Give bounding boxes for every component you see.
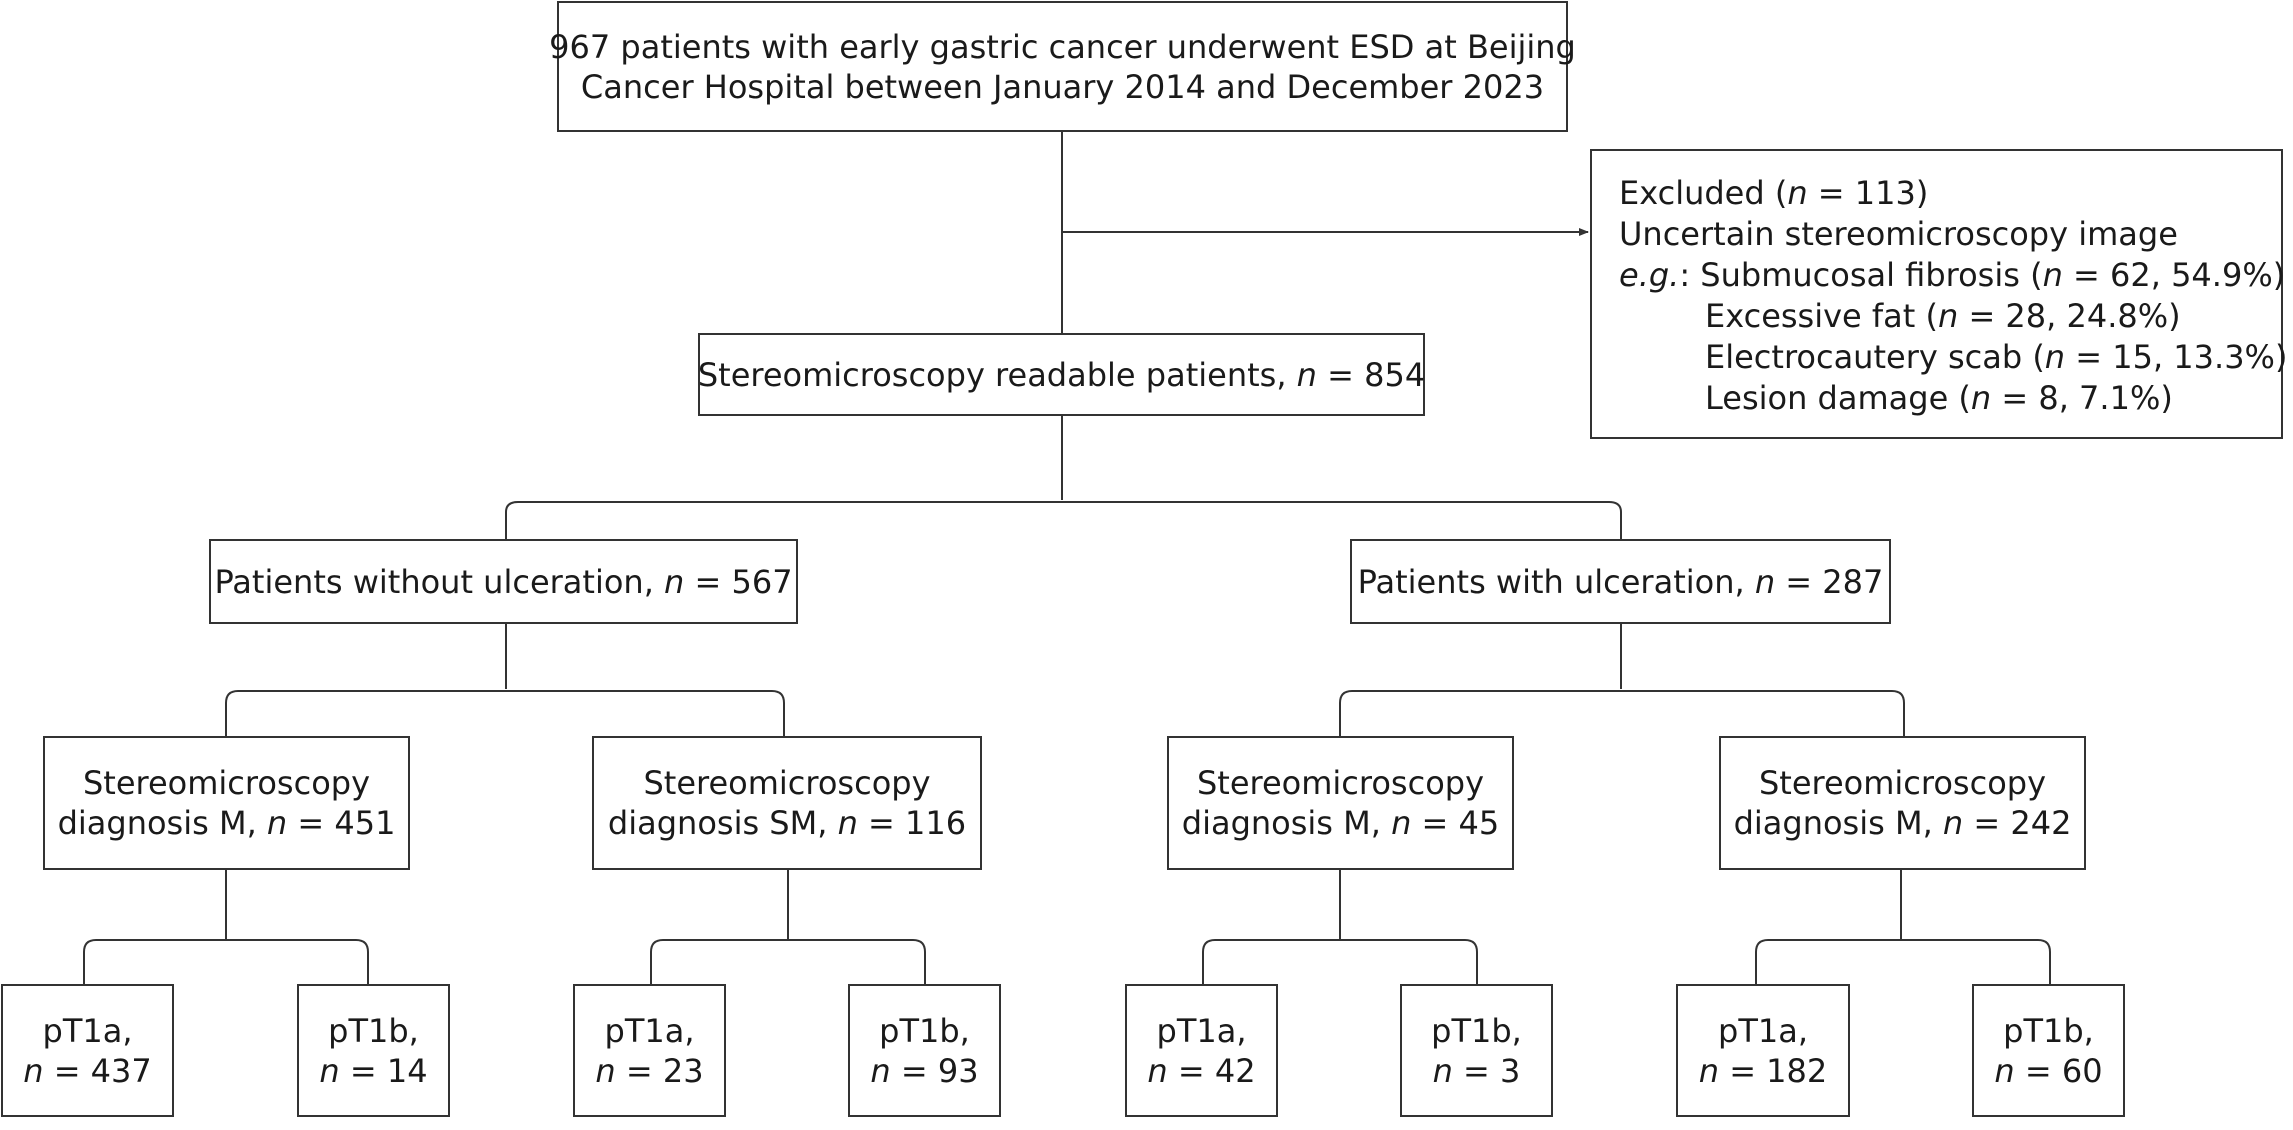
enrollment-line-1: 967 patients with early gastric cancer u… (549, 27, 1576, 66)
connector-group1-split (225, 624, 785, 736)
excluded-item: e.g.: Submucosal fibrosis (n = 62, 54.9%… (1619, 256, 2286, 294)
connector-diag1-split (83, 870, 369, 984)
leaf-box-pt1a: pT1a, n = 437 (1, 984, 174, 1117)
excluded-heading: Excluded (n = 113) (1619, 174, 1929, 212)
diagnosis-box: Stereomicroscopy diagnosis SM, n = 116 (592, 736, 982, 870)
diagnosis-box: Stereomicroscopy diagnosis M, n = 242 (1719, 736, 2086, 870)
excluded-reason: Uncertain stereomicroscopy image (1619, 215, 2178, 253)
leaf-box-pt1a: pT1a, n = 42 (1125, 984, 1278, 1117)
group-box-with-ulceration: Patients with ulceration, n = 287 (1350, 539, 1891, 624)
connector-group2-split (1339, 624, 1905, 736)
excluded-item: Excessive fat (n = 28, 24.8%) (1705, 297, 2181, 335)
connector-readable-split (505, 416, 1622, 539)
leaf-box-pt1b: pT1b, n = 3 (1400, 984, 1553, 1117)
leaf-box-pt1b: pT1b, n = 60 (1972, 984, 2125, 1117)
enrollment-box: 967 patients with early gastric cancer u… (549, 1, 1576, 132)
readable-patients-box: Stereomicroscopy readable patients, n = … (698, 333, 1425, 416)
group-box-without-ulceration: Patients without ulceration, n = 567 (209, 539, 798, 624)
leaf-box-pt1b: pT1b, n = 93 (848, 984, 1001, 1117)
leaf-box-pt1a: pT1a, n = 23 (573, 984, 726, 1117)
diagnosis-box: Stereomicroscopy diagnosis M, n = 45 (1167, 736, 1514, 870)
excluded-item: Lesion damage (n = 8, 7.1%) (1705, 379, 2173, 417)
excluded-box: Excluded (n = 113) Uncertain stereomicro… (1590, 149, 2287, 439)
excluded-item: Electrocautery scab (n = 15, 13.3%) (1705, 338, 2288, 376)
diagnosis-box: Stereomicroscopy diagnosis M, n = 451 (43, 736, 410, 870)
leaf-box-pt1a: pT1a, n = 182 (1676, 984, 1850, 1117)
connector-diag4-split (1755, 870, 2051, 984)
connector-diag3-split (1202, 870, 1478, 984)
connector-diag2-split (650, 870, 926, 984)
leaf-box-pt1b: pT1b, n = 14 (297, 984, 450, 1117)
enrollment-line-2: Cancer Hospital between January 2014 and… (580, 67, 1545, 106)
